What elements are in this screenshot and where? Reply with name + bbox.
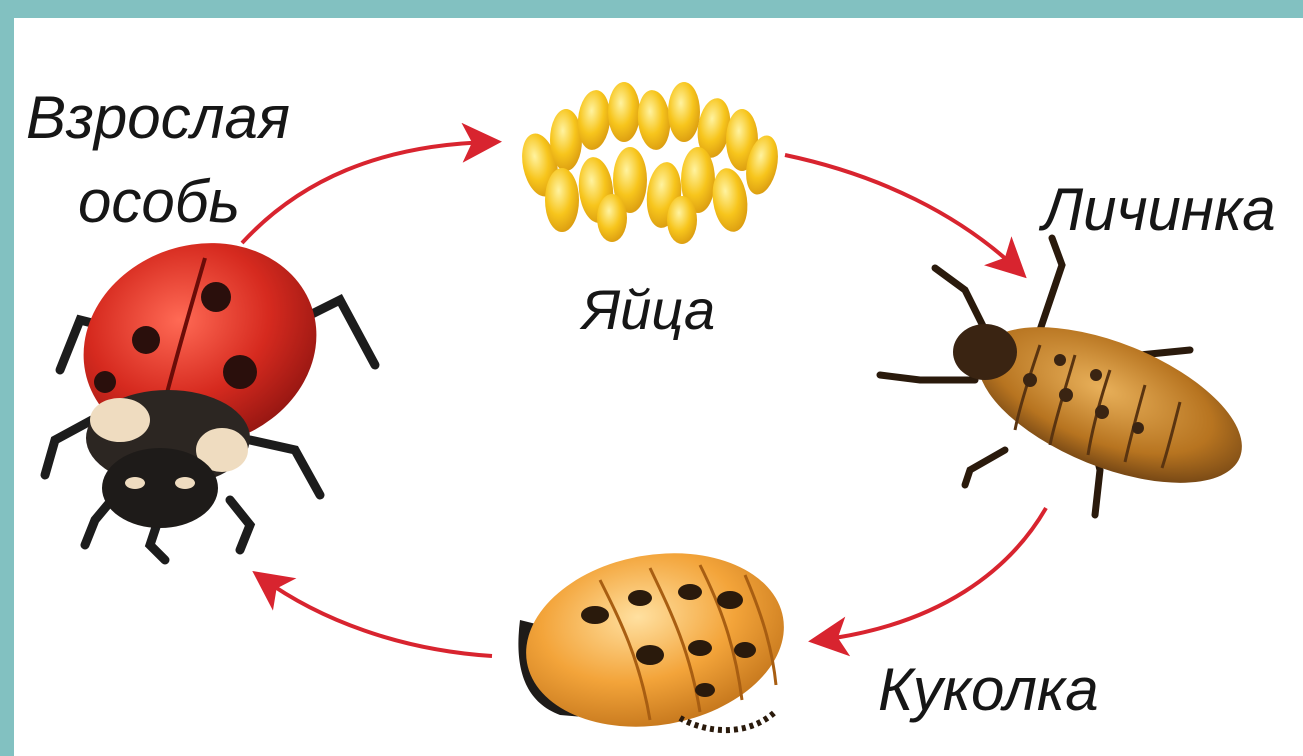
- arrow-eggs-to-larva: [785, 155, 1018, 270]
- label-pupa: Куколка: [878, 660, 1099, 720]
- pupa-icon: [512, 534, 798, 747]
- arrow-pupa-to-adult: [262, 578, 492, 656]
- arrow-larva-to-pupa: [820, 508, 1046, 640]
- larva-icon: [880, 238, 1263, 515]
- arrow-adult-to-eggs: [242, 142, 490, 243]
- ladybug-icon: [45, 213, 375, 560]
- eggs-icon: [517, 82, 783, 244]
- label-adult-line2: особь: [78, 172, 240, 232]
- label-larva: Личинка: [1042, 180, 1276, 240]
- label-adult-line1: Взрослая: [26, 88, 290, 148]
- label-eggs: Яйца: [582, 282, 715, 338]
